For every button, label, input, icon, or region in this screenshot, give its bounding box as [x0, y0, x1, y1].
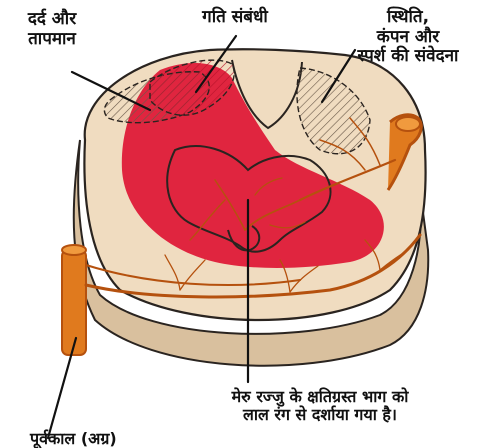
- label-motor: गति संबंधी: [170, 8, 300, 28]
- caption-line2: लाल रंग से दर्शाया गया है।: [160, 406, 480, 424]
- label-position-line1: स्थिति,: [330, 8, 486, 28]
- label-artery-partial: पूर्वकाल (अग्र): [30, 430, 160, 448]
- label-position-vibration-touch: स्थिति, कंपन और स्पर्श की संवेदना: [330, 8, 486, 67]
- label-pain-temperature-line2: तापमान: [6, 30, 98, 50]
- anterior-spinal-artery: [62, 250, 86, 355]
- label-position-line3: स्पर्श की संवेदना: [330, 47, 486, 67]
- label-position-line2: कंपन और: [330, 28, 486, 48]
- posterior-artery-top: [396, 117, 420, 131]
- caption-line1: मेरु रज्जु के क्षतिग्रस्त भाग को: [160, 388, 480, 406]
- label-pain-temperature: दर्द और तापमान: [6, 10, 98, 49]
- label-pain-temperature-line1: दर्द और: [6, 10, 98, 30]
- anterior-spinal-artery-top: [62, 245, 86, 255]
- caption: मेरु रज्जु के क्षतिग्रस्त भाग को लाल रंग…: [160, 388, 480, 425]
- leader-artery: [48, 338, 76, 438]
